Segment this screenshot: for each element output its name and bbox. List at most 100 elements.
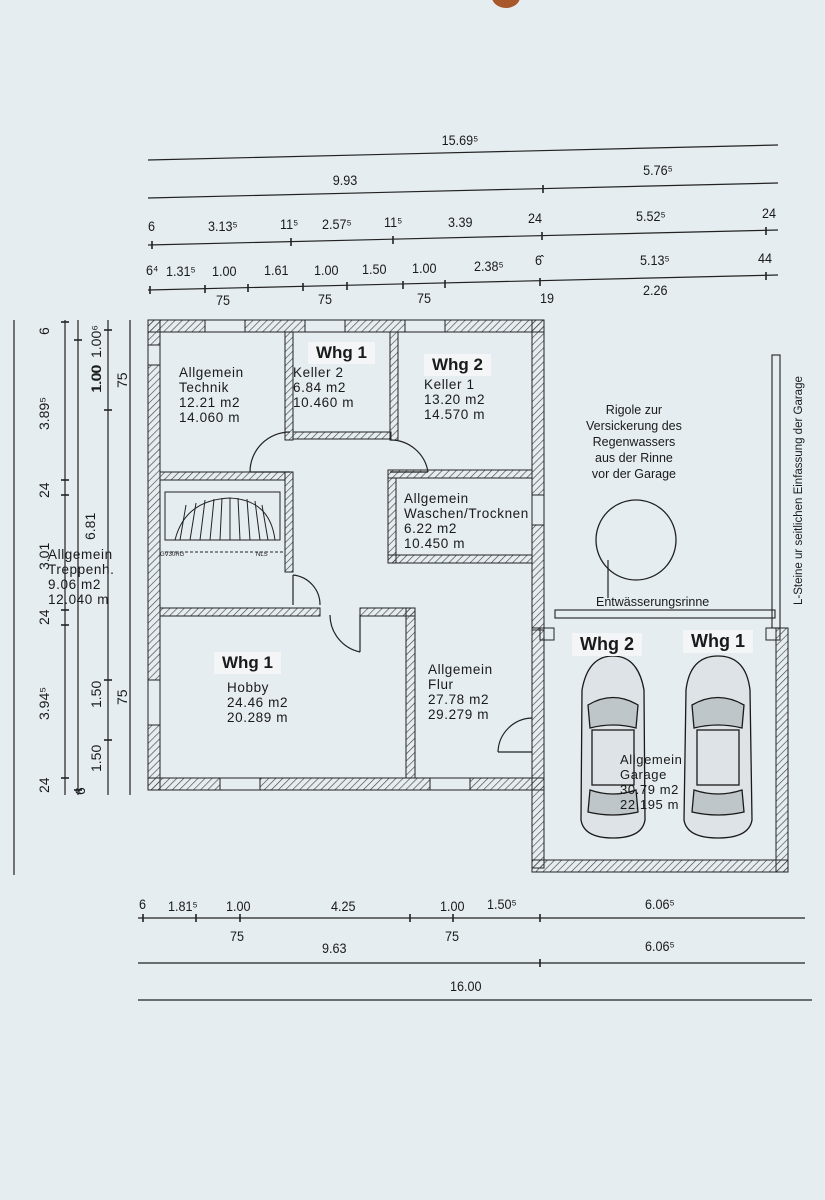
room-flur-area: 27.78 m2: [428, 692, 490, 707]
note-rigole-line1: Rigole zur: [605, 403, 663, 417]
dim-b1-5: 1.50⁵: [487, 896, 517, 912]
dim-r4-6: 1.00: [412, 260, 437, 276]
left-dimension-lines: [13, 320, 131, 875]
room-garage-perimeter: 22.195 m: [620, 797, 680, 812]
dim-b1-1: 1.81⁵: [168, 898, 198, 914]
dim-r3-7: 5.52⁵: [636, 208, 666, 224]
binder-hole: [492, 0, 520, 8]
note-rigole-line3: Regenwassers: [592, 435, 676, 449]
tag-hobby: Whg 1: [214, 652, 281, 674]
dim-b2-0: 9.63: [322, 940, 347, 956]
door-swings: [249, 431, 533, 753]
note-drain: Entwässerungsrinne: [596, 595, 710, 609]
room-flur-perimeter: 29.279 m: [428, 707, 490, 722]
dim-r4u-2: 75: [417, 290, 432, 306]
dim-left-6: 24: [36, 777, 52, 793]
car-whg2: [580, 655, 646, 839]
dim-top-left: 9.93: [332, 172, 358, 188]
room-keller2-name: Keller 2: [293, 365, 344, 380]
note-rigole: Rigole zur Versickerung des Regenwassers…: [586, 402, 682, 482]
dim-r3-8: 24: [762, 205, 777, 221]
dim-r4-4: 1.00: [314, 262, 339, 278]
room-keller2-area: 6.84 m2: [293, 380, 346, 395]
dim-r4-3: 1.61: [264, 262, 289, 278]
room-hobby-name: Hobby: [227, 680, 270, 695]
dim-total-bottom: 16.00: [450, 978, 482, 994]
dim-b1u-1: 75: [445, 928, 460, 944]
dim-inner-3: 1.50: [88, 744, 104, 772]
parking-whg1: Whg 1: [683, 630, 753, 653]
dim-b1-0: 6: [139, 896, 147, 912]
dim-r3-3: 2.57⁵: [322, 216, 352, 232]
dim-r3-0: 6: [148, 218, 156, 234]
room-treppenhaus-area: 9.06 m2: [48, 577, 101, 592]
dim-r4u-1: 75: [318, 291, 333, 307]
dim-left-7: 6: [72, 787, 88, 795]
dim-r3-6: 24: [528, 210, 543, 226]
dim-r4-0: 6⁴: [146, 262, 159, 278]
room-treppenhaus-name: Treppenh.: [48, 562, 115, 577]
room-flur-name: Flur: [428, 677, 454, 692]
dim-b1-3: 4.25: [331, 898, 356, 914]
dim-left-5: 3.94⁵: [36, 686, 52, 720]
note-rigole-line5: vor der Garage: [591, 467, 676, 481]
room-keller1-area: 13.20 m2: [424, 392, 486, 407]
dim-top-right: 5.76⁵: [643, 162, 673, 178]
staircase: [164, 491, 285, 553]
room-keller2: Keller 2 6.84 m2 10.460 m: [293, 365, 354, 410]
dim-r3-4: 11⁵: [384, 214, 403, 230]
dim-r3-1: 3.13⁵: [208, 218, 238, 234]
tag-keller1: Whg 2: [424, 354, 491, 376]
room-hobby-area: 24.46 m2: [227, 695, 289, 710]
dim-b2-1: 6.06⁵: [645, 938, 675, 954]
dim-r3-5: 3.39: [448, 214, 473, 230]
dim-b1u-0: 75: [230, 928, 245, 944]
dim-r4u-0: 75: [216, 292, 231, 308]
dim-r4u-3: 19: [540, 290, 555, 306]
note-rigole-line2: Versickerung des: [586, 419, 682, 433]
note-rigole-line4: aus der Rinne: [595, 451, 673, 465]
dim-inner-2: 1.50: [88, 680, 104, 708]
dim-r4-9: 5.13⁵: [640, 252, 670, 268]
room-waschen-perimeter: 10.450 m: [404, 536, 466, 551]
interior-walls: [159, 331, 533, 779]
room-hobby-perimeter: 20.289 m: [227, 710, 289, 725]
room-waschen: Allgemein Waschen/Trocknen 6.22 m2 10.45…: [404, 491, 529, 551]
room-hobby: Hobby 24.46 m2 20.289 m: [227, 680, 288, 725]
dim-r4u-4: 2.26: [643, 282, 668, 298]
room-flur-group: Allgemein: [428, 662, 493, 677]
drain-channel: [554, 609, 776, 619]
room-waschen-name: Waschen/Trocknen: [404, 506, 529, 521]
dim-r4-2: 1.00: [212, 263, 237, 279]
room-waschen-group: Allgemein: [404, 491, 469, 506]
dim-r4-8: 6̂: [535, 252, 543, 268]
dim-left-4: 24: [36, 609, 52, 625]
l-stones-wall: [771, 354, 781, 629]
dim-window-0: 75: [114, 372, 130, 388]
room-technik-perimeter: 14.060 m: [179, 410, 241, 425]
room-flur: Allgemein Flur 27.78 m2 29.279 m: [428, 662, 493, 722]
room-technik: Allgemein Technik 12.21 m2 14.060 m: [179, 365, 244, 425]
room-garage-area: 30.79 m2: [620, 782, 680, 797]
stair-label-2: NLS: [256, 552, 268, 558]
note-side: L-Steine ur seitlichen Einfassung der Ga…: [793, 376, 805, 605]
room-treppenhaus: Allgemein Treppenh. 9.06 m2 12.040 m: [48, 547, 114, 607]
room-garage-group: Allgemein: [620, 752, 683, 767]
room-keller1: Keller 1 13.20 m2 14.570 m: [424, 377, 485, 422]
dim-r4-7: 2.38⁵: [474, 258, 504, 274]
room-garage-name: Garage: [620, 767, 667, 782]
room-waschen-area: 6.22 m2: [404, 521, 457, 536]
room-keller1-perimeter: 14.570 m: [424, 407, 486, 422]
tag-keller2: Whg 1: [308, 342, 375, 364]
dim-height-total: 6.81: [82, 512, 98, 540]
dim-inner-top: 1.00⁶: [88, 324, 104, 358]
stair-label-1: GV30RG: [160, 552, 185, 558]
dim-window-1: 75: [114, 689, 130, 705]
dim-inner-1: 1.00: [88, 365, 104, 393]
room-treppenhaus-group: Allgemein: [48, 547, 113, 562]
dim-r4-10: 44: [758, 250, 773, 266]
room-keller2-perimeter: 10.460 m: [293, 395, 355, 410]
room-technik-name: Technik: [179, 380, 229, 395]
dim-b1-2: 1.00: [226, 898, 251, 914]
